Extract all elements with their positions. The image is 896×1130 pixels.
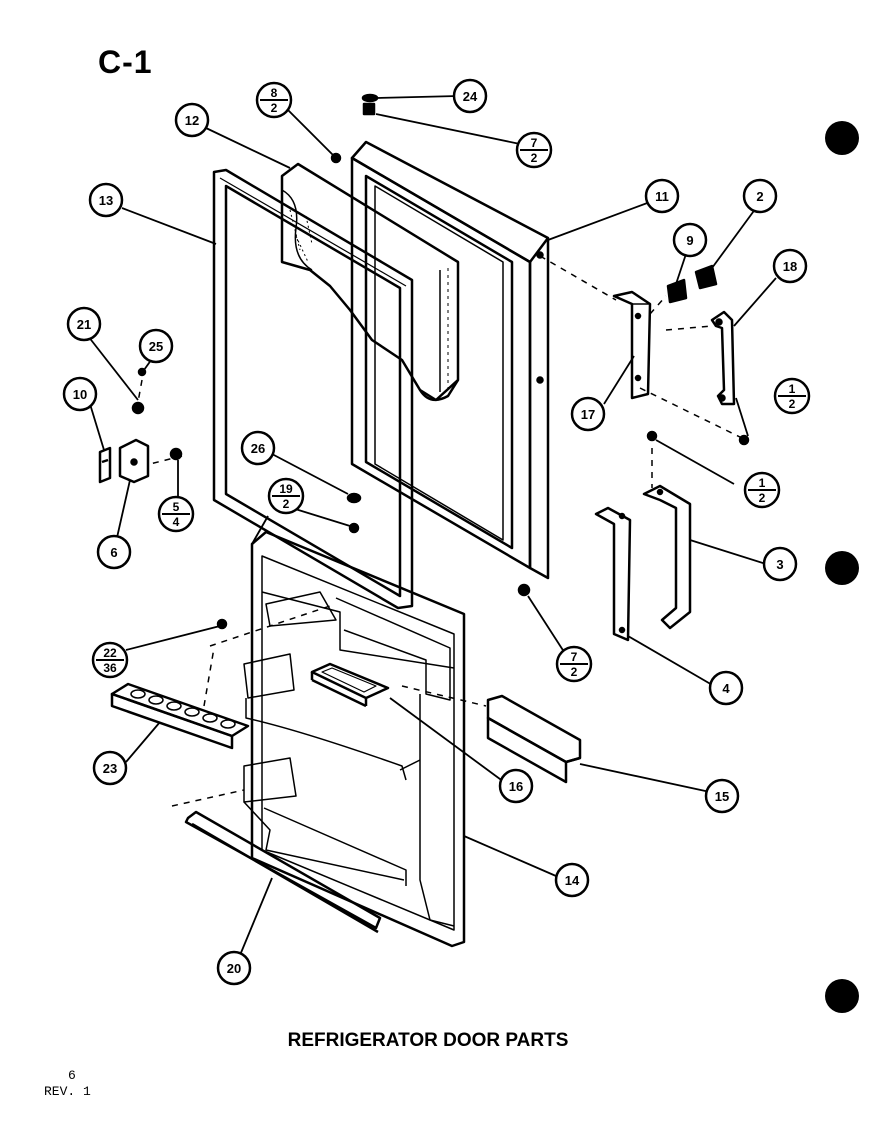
callout-number-3: 3 [776, 557, 783, 572]
door-shelf-bar [486, 694, 582, 784]
callout-circle-2 [742, 178, 778, 214]
fraction-numerator: 5 [173, 500, 180, 514]
leader-lines [87, 95, 777, 961]
callout-circle-16 [498, 768, 534, 804]
callout-number-2: 2 [756, 189, 763, 204]
callout-number-20: 20 [227, 961, 241, 976]
callout-circle-14 [554, 862, 590, 898]
callout-number-12: 12 [185, 113, 199, 128]
bottom-hinge [642, 484, 692, 630]
callout-number-24: 24 [463, 89, 478, 104]
callout-number-21: 21 [77, 317, 91, 332]
page-label: C-1 [98, 44, 153, 80]
callout-number-23: 23 [103, 761, 117, 776]
door-liner [280, 162, 460, 402]
callout-number-25: 25 [149, 339, 163, 354]
hinge-bracket [594, 506, 632, 642]
fraction-numerator: 8 [271, 86, 278, 100]
callout-circle-20 [216, 950, 252, 986]
door-gasket [212, 168, 414, 610]
callout-circle-18 [772, 248, 808, 284]
page-number: 6 [68, 1068, 76, 1083]
callout-number-11: 11 [655, 189, 669, 204]
callout-circle-12 [174, 102, 210, 138]
callout-number-6: 6 [110, 545, 117, 560]
fraction-denominator: 4 [173, 515, 180, 529]
butter-tray [310, 662, 390, 708]
callout-circle-4 [708, 670, 744, 706]
fraction-numerator: 19 [279, 482, 293, 496]
callout-number-26: 26 [251, 441, 265, 456]
inner-door-panel [243, 530, 466, 948]
callout-number-14: 14 [565, 873, 580, 888]
callout-circle-24 [452, 78, 488, 114]
callout-circle-26 [240, 430, 276, 466]
fraction-denominator: 2 [283, 497, 290, 511]
callout-number-4: 4 [722, 681, 730, 696]
callout-circle-13 [88, 182, 124, 218]
diagram-caption: REFRIGERATOR DOOR PARTS [287, 1030, 569, 1051]
callout-circle-11 [644, 178, 680, 214]
fraction-denominator: 2 [531, 151, 538, 165]
callout-number-15: 15 [715, 789, 729, 804]
callout-circle-6 [96, 534, 132, 570]
callout-circle-21 [66, 306, 102, 342]
top-hinge [118, 438, 150, 484]
callout-number-17: 17 [581, 407, 595, 422]
retainer-bar [184, 810, 382, 934]
fraction-numerator: 7 [531, 136, 538, 150]
revision-label: REV. 1 [44, 1084, 91, 1099]
callout-circle-10 [62, 376, 98, 412]
hinge-shim [98, 446, 112, 484]
callout-circle-15 [704, 778, 740, 814]
egg-tray [110, 682, 250, 750]
fraction-denominator: 36 [103, 661, 117, 675]
callout-number-10: 10 [73, 387, 87, 402]
callout-circle-23 [92, 750, 128, 786]
fraction-denominator: 2 [759, 491, 766, 505]
outer-door-panel [350, 140, 550, 580]
callout-number-16: 16 [509, 779, 523, 794]
fraction-numerator: 22 [103, 646, 117, 660]
callout-circle-25 [138, 328, 174, 364]
fraction-numerator: 1 [789, 382, 796, 396]
fraction-denominator: 2 [789, 397, 796, 411]
door-handle [710, 310, 736, 406]
callout-circle-3 [762, 546, 798, 582]
registration-dots [825, 121, 859, 1013]
fraction-numerator: 7 [571, 650, 578, 664]
assembly-lines [137, 255, 743, 807]
callout-number-18: 18 [783, 259, 797, 274]
fraction-denominator: 2 [571, 665, 578, 679]
callout-number-9: 9 [686, 233, 693, 248]
callout-circle-9 [672, 222, 708, 258]
handle-bracket [612, 290, 652, 400]
handle-plates [666, 264, 718, 304]
fraction-numerator: 1 [759, 476, 766, 490]
fraction-denominator: 2 [271, 101, 278, 115]
callout-number-13: 13 [99, 193, 113, 208]
callout-circle-17 [570, 396, 606, 432]
